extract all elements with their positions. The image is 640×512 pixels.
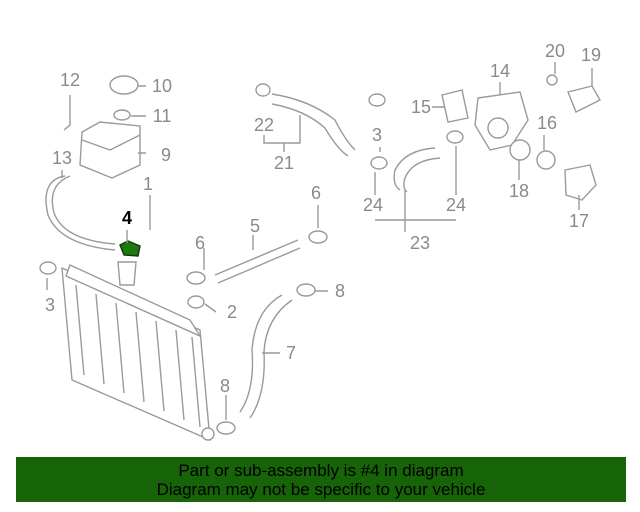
callout-15[interactable]: 15 xyxy=(411,97,431,117)
callout-8[interactable]: 8 xyxy=(220,376,230,396)
callout-19[interactable]: 19 xyxy=(581,45,601,65)
callout-24[interactable]: 24 xyxy=(446,195,466,215)
callout-3[interactable]: 3 xyxy=(45,295,55,315)
hose-5[interactable] xyxy=(214,239,301,284)
banner-line-2: Diagram may not be specific to your vehi… xyxy=(156,480,486,499)
callout-6[interactable]: 6 xyxy=(311,183,321,203)
clamps xyxy=(39,74,558,435)
hose-7[interactable] xyxy=(239,294,293,419)
callout-10[interactable]: 10 xyxy=(152,76,172,96)
banner-line-1: Part or sub-assembly is #4 in diagram xyxy=(178,461,464,480)
callout-5[interactable]: 5 xyxy=(250,216,260,236)
callout-14[interactable]: 14 xyxy=(490,61,510,81)
callout-23[interactable]: 23 xyxy=(410,233,430,253)
callout-1[interactable]: 1 xyxy=(143,174,153,194)
leader-lines xyxy=(46,62,593,420)
callout-21[interactable]: 21 xyxy=(274,153,294,173)
hose-23[interactable] xyxy=(393,147,441,193)
callout-17[interactable]: 17 xyxy=(569,211,589,231)
callout-7[interactable]: 7 xyxy=(286,343,296,363)
callout-8[interactable]: 8 xyxy=(335,281,345,301)
bracket-12[interactable] xyxy=(63,95,71,131)
overflow-hose[interactable] xyxy=(45,175,116,251)
callout-22[interactable]: 22 xyxy=(254,115,274,135)
thermostat-housing[interactable] xyxy=(441,85,601,201)
callout-13[interactable]: 13 xyxy=(52,148,72,168)
callout-6[interactable]: 6 xyxy=(195,233,205,253)
callout-4-highlighted[interactable]: 4 xyxy=(122,208,132,228)
callout-11[interactable]: 11 xyxy=(153,106,172,126)
callout-9[interactable]: 9 xyxy=(161,145,171,165)
callout-24[interactable]: 24 xyxy=(363,195,383,215)
coolant-reservoir[interactable] xyxy=(79,75,141,179)
callout-3[interactable]: 3 xyxy=(372,125,382,145)
callout-18[interactable]: 18 xyxy=(509,181,529,201)
callout-20[interactable]: 20 xyxy=(545,41,565,61)
callout-16[interactable]: 16 xyxy=(537,113,557,133)
callout-12[interactable]: 12 xyxy=(60,70,80,90)
hose-21[interactable] xyxy=(271,93,356,157)
radiator[interactable] xyxy=(61,264,215,442)
info-banner: Part or sub-assembly is #4 in diagram Di… xyxy=(16,457,626,502)
callout-2[interactable]: 2 xyxy=(227,302,237,322)
radiator-cap-part-4[interactable] xyxy=(117,240,141,286)
